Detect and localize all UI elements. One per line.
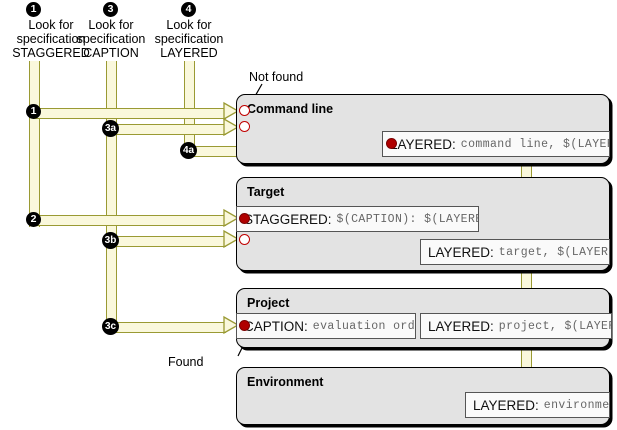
trunk-staggered	[29, 61, 40, 227]
ribbon-step-2	[33, 215, 226, 226]
box-command-line-layered[interactable]: LAYERED: command line, $(LAYERED)	[382, 131, 610, 157]
step-badge-3a: 3a	[102, 120, 119, 137]
box-key: LAYERED	[428, 244, 491, 260]
annotation-found: Found	[168, 355, 204, 369]
step-badge-2: 2	[26, 212, 41, 227]
box-value: project, $(LAYERED)	[498, 319, 611, 333]
box-project-layered[interactable]: LAYERED: project, $(LAYERED)	[420, 313, 612, 339]
box-colon: :	[490, 244, 494, 260]
box-environment-layered[interactable]: LAYERED: environment	[465, 392, 610, 418]
marker-project-caption-found	[239, 320, 250, 331]
column-caption-caption: Look for specification CAPTION	[76, 18, 146, 60]
box-value: environment	[543, 398, 610, 412]
panel-title-command-line: Command line	[247, 102, 334, 116]
panel-title-target: Target	[247, 185, 285, 199]
marker-target-caption-not-found	[239, 234, 250, 245]
box-key: LAYERED	[428, 318, 491, 334]
box-value: command line, $(LAYERED)	[460, 137, 609, 151]
cascade-project-to-env	[521, 348, 532, 380]
box-colon: :	[452, 136, 456, 152]
step-badge-1: 1	[26, 104, 41, 119]
column-caption-staggered: Look for specification STAGGERED	[12, 18, 90, 60]
step-badge-3b: 3b	[102, 232, 119, 249]
box-value: target, $(LAYERED)	[498, 245, 609, 259]
box-colon: :	[490, 318, 494, 334]
annotation-not-found: Not found	[249, 70, 304, 84]
marker-command-line-caption-not-found	[239, 121, 250, 132]
box-value: $(CAPTION): $(LAYERED)	[336, 212, 478, 226]
marker-command-line-layered-found	[386, 138, 397, 149]
box-key: STAGGERED	[244, 211, 328, 227]
trunk-caption	[106, 61, 117, 330]
box-colon: :	[535, 397, 539, 413]
column-caption-layered: Look for specification LAYERED	[154, 18, 224, 60]
ribbon-step-3a	[110, 124, 226, 135]
box-target-layered[interactable]: LAYERED: target, $(LAYERED)	[420, 239, 610, 265]
trunk-layered	[184, 61, 195, 150]
box-colon: :	[327, 211, 332, 227]
box-target-staggered[interactable]: STAGGERED: $(CAPTION): $(LAYERED)	[236, 206, 479, 232]
box-key: LAYERED	[390, 136, 453, 152]
ribbon-step-3b	[110, 236, 226, 247]
panel-title-environment: Environment	[247, 375, 324, 389]
marker-command-line-staggered-not-found	[239, 105, 250, 116]
ribbon-step-3c	[110, 322, 226, 333]
panel-title-project: Project	[247, 296, 290, 310]
column-badge-4: 4	[181, 2, 196, 17]
step-badge-3c: 3c	[102, 318, 119, 335]
box-key: CAPTION	[244, 318, 305, 334]
box-project-caption[interactable]: CAPTION: evaluation order	[236, 313, 416, 339]
column-badge-3: 3	[103, 2, 118, 17]
marker-target-staggered-found	[239, 213, 250, 224]
box-key: LAYERED	[473, 397, 536, 413]
cascade-target-to-project	[521, 271, 532, 296]
box-colon: :	[304, 318, 308, 334]
step-badge-4a: 4a	[180, 142, 197, 159]
box-value: evaluation order	[312, 319, 415, 333]
column-badge-1: 1	[26, 2, 41, 17]
ribbon-step-1	[33, 108, 226, 119]
